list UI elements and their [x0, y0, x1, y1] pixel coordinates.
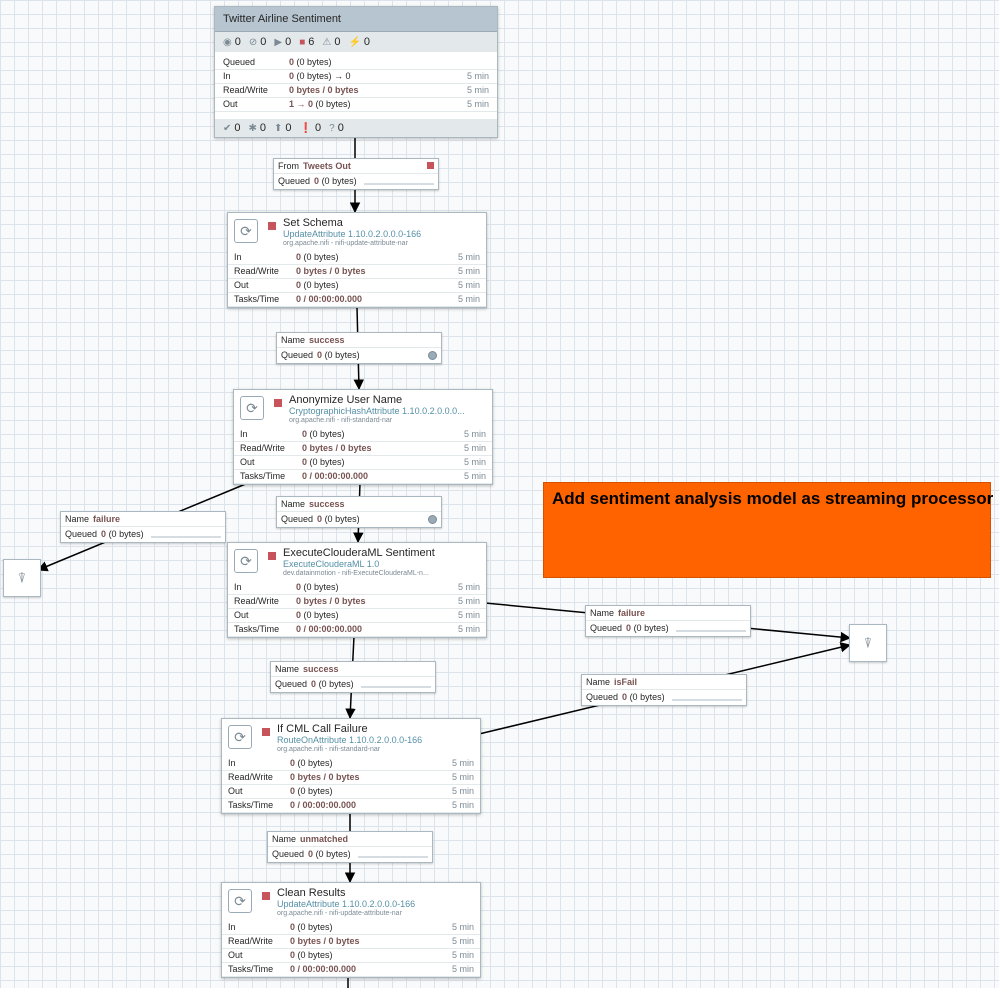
invalid-icon: ⚠ [322, 36, 332, 48]
processor-icon: ⟳ [228, 725, 252, 749]
stopped-port-icon [427, 162, 434, 169]
process-group-version-bar: ✔0 ✱0 ⬆0 ❗0 ?0 [215, 119, 497, 137]
stopped-icon [274, 399, 282, 407]
queue-bar [361, 686, 431, 688]
backpressure-icon [428, 351, 437, 360]
funnel-icon: ⍒ [863, 634, 873, 651]
process-group-title: Twitter Airline Sentiment [215, 7, 497, 32]
queue-bar [672, 699, 742, 701]
stopped-icon [268, 222, 276, 230]
annotation-label[interactable]: Add sentiment analysis model as streamin… [543, 482, 994, 578]
processor-icon: ⟳ [240, 396, 264, 420]
funnel-icon: ⍒ [17, 569, 27, 586]
stopped-icon: ■ [299, 36, 306, 48]
not-transmitting-count: 0 [260, 36, 267, 48]
invalid-count: 0 [334, 36, 341, 48]
processor-set-schema[interactable]: ⟳ Set Schema UpdateAttribute 1.10.0.2.0.… [227, 212, 487, 308]
processor-if-cml-call-failure[interactable]: ⟳ If CML Call Failure RouteOnAttribute 1… [221, 718, 481, 814]
stopped-icon [262, 728, 270, 736]
disabled-count: 0 [363, 36, 371, 48]
annotation-text: Add sentiment analysis model as streamin… [552, 489, 994, 508]
processor-anonymize-user-name[interactable]: ⟳ Anonymize User Name CryptographicHashA… [233, 389, 493, 485]
transmitting-count: 0 [234, 36, 241, 48]
process-group-twitter-airline-sentiment[interactable]: Twitter Airline Sentiment ◉0 ⊘0 ▶0 ■6 ⚠0… [214, 6, 498, 138]
process-group-status-bar: ◉0 ⊘0 ▶0 ■6 ⚠0 ⚡0 [215, 32, 497, 52]
stopped-count: 6 [308, 36, 315, 48]
queue-bar [358, 856, 428, 858]
queue-bar [676, 630, 746, 632]
up-to-date-icon: ✔ [223, 122, 232, 134]
processor-icon: ⟳ [234, 549, 258, 573]
backpressure-icon [428, 515, 437, 524]
stopped-icon [268, 552, 276, 560]
stale-icon: ⬆ [274, 122, 283, 134]
processor-icon: ⟳ [234, 219, 258, 243]
processor-clean-results[interactable]: ⟳ Clean Results UpdateAttribute 1.10.0.2… [221, 882, 481, 978]
disabled-icon: ⚡ [348, 36, 361, 48]
running-count: 0 [285, 36, 292, 48]
processor-icon: ⟳ [228, 889, 252, 913]
modified-stale-icon: ❗ [299, 122, 312, 134]
queue-bar [151, 536, 221, 538]
running-icon: ▶ [274, 36, 283, 48]
stopped-icon [262, 892, 270, 900]
queue-bar [364, 183, 434, 185]
locally-modified-icon: ✱ [248, 122, 257, 134]
processor-executeclouderaml-sentiment[interactable]: ⟳ ExecuteClouderaML Sentiment ExecuteClo… [227, 542, 487, 638]
funnel-left[interactable]: ⍒ [3, 559, 41, 597]
funnel-right[interactable]: ⍒ [849, 624, 887, 662]
not-transmitting-icon: ⊘ [248, 36, 258, 48]
sync-failure-icon: ? [329, 122, 335, 134]
transmitting-icon: ◉ [223, 36, 232, 48]
